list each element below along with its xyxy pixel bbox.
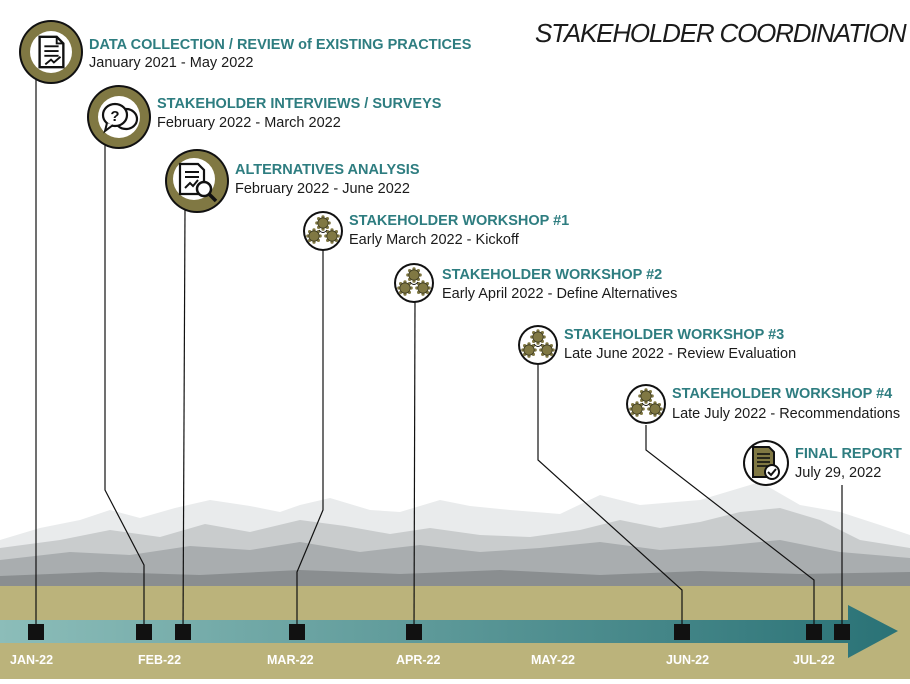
- gear-link: [409, 281, 419, 285]
- milestone-date: Early April 2022 - Define Alternatives: [442, 286, 678, 302]
- timeline-marker: [806, 624, 822, 640]
- document-magnifier-icon: [178, 162, 218, 203]
- gear: [317, 217, 329, 229]
- timeline-marker: [136, 624, 152, 640]
- milestone-icons: ?: [19, 20, 789, 486]
- leader-line: [104, 145, 145, 632]
- month-label: JUN-22: [666, 653, 710, 667]
- gear-link: [318, 229, 328, 233]
- gear-link: [533, 343, 543, 347]
- timeline-arrow: [0, 605, 898, 658]
- leader-line: [537, 365, 683, 632]
- milestone-title: DATA COLLECTION / REVIEW of EXISTING PRA…: [89, 37, 472, 53]
- month-label: FEB-22: [138, 653, 182, 667]
- timeline-markers: [28, 624, 850, 640]
- gear: [326, 230, 338, 242]
- gears-icon: [397, 267, 431, 296]
- leader-line: [413, 299, 416, 633]
- timeline-marker: [834, 624, 850, 640]
- gears-icon: [306, 215, 340, 244]
- gear: [532, 331, 544, 343]
- timeline-marker: [175, 624, 191, 640]
- milestone-title: STAKEHOLDER WORKSHOP #4: [672, 386, 893, 402]
- question-mark: ?: [110, 108, 119, 125]
- month-label: MAY-22: [531, 653, 576, 667]
- bubble-tail: [103, 122, 114, 134]
- magnifier-lens: [195, 180, 213, 198]
- document-check-icon: [752, 446, 780, 480]
- timeline-marker: [28, 624, 44, 640]
- gear: [308, 230, 320, 242]
- gears-icon: [521, 329, 555, 358]
- milestone-title: STAKEHOLDER WORKSHOP #1: [349, 213, 570, 229]
- timeline-marker: [674, 624, 690, 640]
- timeline-marker: [406, 624, 422, 640]
- milestone-date: July 29, 2022: [795, 465, 882, 481]
- milestone-title: STAKEHOLDER WORKSHOP #3: [564, 327, 785, 343]
- timeline-marker: [289, 624, 305, 640]
- trend-line: [44, 56, 62, 66]
- gear: [417, 282, 429, 294]
- gear: [640, 390, 652, 402]
- gear-link: [641, 402, 651, 406]
- mountain-range: [0, 482, 910, 600]
- gear: [523, 344, 535, 356]
- speech-bubbles-icon: ?: [101, 102, 139, 134]
- magnifier-handle: [207, 192, 218, 203]
- bubble-front: [101, 102, 129, 128]
- milestone-date: Late June 2022 - Review Evaluation: [564, 346, 797, 362]
- leader-lines: [35, 78, 843, 633]
- month-label: JAN-22: [10, 653, 54, 667]
- gear: [649, 403, 661, 415]
- milestone-title: FINAL REPORT: [795, 446, 902, 462]
- milestone-date: Late July 2022 - Recommendations: [672, 406, 901, 422]
- milestone-date: February 2022 - March 2022: [157, 115, 341, 131]
- month-label: APR-22: [396, 653, 441, 667]
- check-mark: [767, 468, 777, 477]
- leader-line: [182, 209, 186, 633]
- milestone-title: ALTERNATIVES ANALYSIS: [235, 162, 420, 178]
- document-chart-icon: [38, 35, 65, 69]
- gear: [631, 403, 643, 415]
- document-fold: [55, 36, 64, 45]
- month-label: MAR-22: [267, 653, 314, 667]
- milestone-date: January 2021 - May 2022: [89, 55, 254, 71]
- milestone-title: STAKEHOLDER INTERVIEWS / SURVEYS: [157, 96, 442, 112]
- leader-line: [645, 425, 815, 632]
- check-badge: [764, 464, 780, 480]
- gear: [408, 269, 420, 281]
- month-label: JUL-22: [793, 653, 835, 667]
- leader-line: [296, 250, 324, 632]
- milestone-date: Early March 2022 - Kickoff: [349, 232, 519, 248]
- gear: [541, 344, 553, 356]
- milestone-date: February 2022 - June 2022: [235, 181, 410, 197]
- gear: [399, 282, 411, 294]
- trend-line: [184, 179, 199, 189]
- gears-icon: [629, 388, 663, 417]
- page-title: STAKEHOLDER COORDINATION: [535, 18, 907, 48]
- milestone-title: STAKEHOLDER WORKSHOP #2: [442, 267, 663, 283]
